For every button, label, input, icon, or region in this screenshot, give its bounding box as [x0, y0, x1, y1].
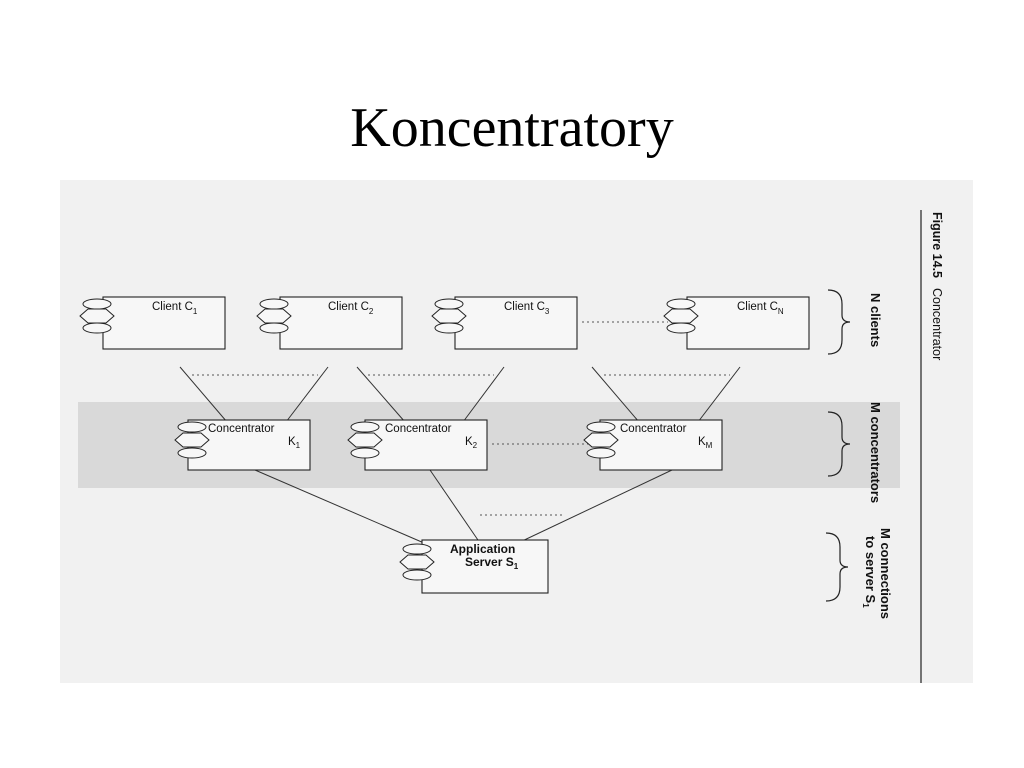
- client-label: Client C2: [328, 301, 374, 316]
- server-node: Application Server S1: [399, 539, 549, 594]
- figure-caption: Figure 14.5Concentrator: [930, 212, 944, 360]
- concentrator-label: Concentrator: [385, 423, 452, 435]
- client-node-1: Client C1: [79, 296, 226, 350]
- client-label: Client C3: [504, 301, 550, 316]
- concentrator-box: [364, 419, 488, 471]
- client-box: [686, 296, 810, 350]
- client-node-n: Client CN: [663, 296, 810, 350]
- client-node-3: Client C3: [431, 296, 578, 350]
- tier-label-connections-2: to server S1: [861, 536, 878, 608]
- concentrator-id: KM: [698, 436, 713, 450]
- slide-title: Koncentratory: [350, 97, 674, 159]
- client-label: Client C1: [152, 301, 198, 316]
- clients-brace: [827, 289, 851, 355]
- client-links: [179, 366, 741, 423]
- tier-label-concentrators: M concentrators: [868, 402, 883, 503]
- client-label: Client CN: [737, 301, 784, 316]
- figure-canvas: Client C1 Client C2 Client C3 Client CN: [78, 210, 944, 683]
- concentrators-brace: [827, 411, 851, 477]
- concentrator-label: Concentrator: [208, 423, 275, 435]
- server-label-line1: Application: [450, 542, 515, 556]
- concentrator-box: [599, 419, 723, 471]
- server-box: [421, 539, 549, 594]
- concentrator-node-m: Concentrator KM: [583, 419, 723, 471]
- concentrator-label: Concentrator: [620, 423, 687, 435]
- concentrator-figure: Client C1 Client C2 Client C3 Client CN: [60, 180, 973, 683]
- tier-label-clients: N clients: [868, 293, 883, 347]
- concentrator-node-2: Concentrator K2: [347, 419, 488, 471]
- server-links: [254, 469, 673, 544]
- concentrator-id: K2: [465, 436, 478, 450]
- concentrator-id: K1: [288, 436, 301, 450]
- tier-label-connections-1: M connections: [878, 528, 893, 619]
- client-box: [279, 296, 403, 350]
- concentrator-box: [187, 419, 311, 471]
- concentrator-node-1: Concentrator K1: [174, 419, 311, 471]
- server-label-line2: Server S1: [465, 555, 519, 571]
- client-node-2: Client C2: [256, 296, 403, 350]
- connections-brace: [825, 532, 849, 602]
- client-box: [454, 296, 578, 350]
